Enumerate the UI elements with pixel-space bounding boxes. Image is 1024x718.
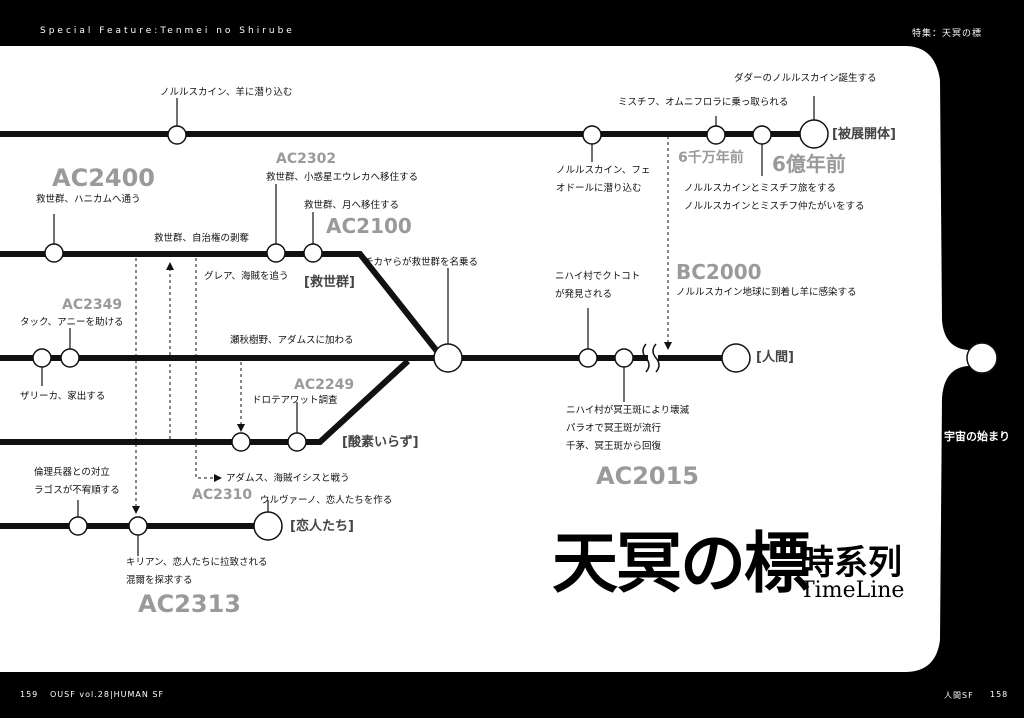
title-sub: 時系列 <box>800 543 902 583</box>
era-hitenkaitai: [被展開体] <box>832 127 896 142</box>
station-adams <box>231 432 251 452</box>
track-sanso <box>0 358 411 445</box>
event-dorotea: ドロテアワット調査 <box>252 395 338 406</box>
event-bc2000: ノルルスカイン地球に到着し羊に感染する <box>676 287 857 298</box>
event-seshu-adams: 瀬秋樹野、アダムスに加わる <box>230 335 354 346</box>
station-ac2015 <box>614 348 634 368</box>
event-feodor-2: オドールに潜り込む <box>556 183 642 194</box>
footer-right-text: 人間SF <box>944 691 974 700</box>
event-ulvano: ウルヴァーノ、恋人たちを作る <box>260 495 393 506</box>
year-ac2249: AC2249 <box>294 377 355 393</box>
dash-isis <box>195 258 214 479</box>
event-kutokoto-2: が発見される <box>555 289 613 300</box>
event-dada-birth: ダダーのノルルスカイン誕生する <box>734 73 877 84</box>
event-eureka: 救世群、小惑星エウレカへ移住する <box>266 172 419 183</box>
event-chikaya: チカヤらが救世群を名乗る <box>364 257 479 268</box>
station-hanicam <box>44 243 64 263</box>
event-konton: 混爾を探求する <box>126 575 193 586</box>
station-eureka <box>266 243 286 263</box>
station-kirian <box>128 516 148 536</box>
title-english: TimeLine <box>800 578 905 603</box>
track-kyuseigun <box>0 251 443 357</box>
era-kyuseigun: [救世群] <box>304 275 355 290</box>
event-kutokoto-1: ニハイ村でクトコト <box>555 271 641 282</box>
event-michichif: ミスチフ、オムニフロラに乗っ取られる <box>618 97 789 108</box>
event-hanicam: 救世群、ハニカムへ通う <box>36 194 141 205</box>
event-kirian: キリアン、恋人たちに拉致される <box>126 557 268 568</box>
footer-left-text: OUSF vol.28|HUMAN SF <box>50 690 165 699</box>
year-ac2302: AC2302 <box>276 151 337 167</box>
station-tack <box>60 348 80 368</box>
event-adams-isis: アダムス、海賊イシスと戦う <box>226 473 350 484</box>
origin-label: 宇宙の始まり <box>944 430 1010 443</box>
year-ac2400: AC2400 <box>52 164 155 192</box>
event-chigaya: 千茅、冥王斑から回復 <box>566 441 662 452</box>
station-hitsuji <box>167 125 187 145</box>
year-6senman: 6千万年前 <box>678 150 744 166</box>
event-rinri-2: ラゴスが不宥順する <box>34 485 120 496</box>
timeline-break-mark <box>642 343 650 373</box>
year-bc2000: BC2000 <box>676 260 762 284</box>
station-feodor <box>582 125 602 145</box>
year-ac2349: AC2349 <box>62 297 123 313</box>
header-left: Special Feature:Tenmei no Shirube <box>40 26 295 36</box>
station-moon <box>303 243 323 263</box>
event-autonomy: 救世群、自治権の剥奪 <box>154 233 250 244</box>
station-hitenkaitai-end <box>799 119 829 149</box>
event-rinri-1: 倫理兵器との対立 <box>34 467 110 478</box>
timeline-break-mark-2 <box>652 343 660 373</box>
event-grea: グレア、海賊を追う <box>204 271 289 282</box>
station-rinri <box>68 516 88 536</box>
station-dorotea <box>287 432 307 452</box>
year-ac2100: AC2100 <box>326 214 412 238</box>
arrow-bc2000 <box>664 342 672 350</box>
station-origin <box>966 342 998 374</box>
station-kutokoto <box>578 348 598 368</box>
arrow-adams <box>237 424 245 432</box>
era-koibito: [恋人たち] <box>290 519 354 534</box>
footer-left-page: 159 <box>20 690 39 699</box>
year-6oku: 6億年前 <box>772 152 846 176</box>
station-6senman <box>706 125 726 145</box>
year-ac2310: AC2310 <box>192 487 253 503</box>
station-zarika <box>32 348 52 368</box>
event-nolleskain-hitsuji: ノルルスカイン、羊に潜り込む <box>160 87 293 98</box>
arrow-autonomy <box>166 262 174 270</box>
year-ac2313: AC2313 <box>138 590 241 618</box>
station-ningen-end <box>721 343 751 373</box>
title-main: 天冥の標 <box>552 524 810 602</box>
station-junction <box>433 343 463 373</box>
arrow-isis <box>214 474 222 482</box>
event-zarika: ザリーカ、家出する <box>20 391 106 402</box>
event-palao: パラオで冥王斑が流行 <box>566 423 662 434</box>
header-right: 特集：天冥の標 <box>912 29 983 39</box>
arrow-kirian <box>132 506 140 514</box>
footer-right-page: 158 <box>990 690 1009 699</box>
event-quarrel: ノルルスカインとミスチフ仲たがいをする <box>684 201 865 212</box>
year-ac2015: AC2015 <box>596 462 699 490</box>
era-sanso: [酸素いらず] <box>342 435 419 450</box>
event-nihai-destroy: ニハイ村が冥王斑により壊滅 <box>566 405 690 416</box>
event-travel: ノルルスカインとミスチフ旅をする <box>684 183 837 194</box>
station-koibito-end <box>253 511 283 541</box>
station-6oku <box>752 125 772 145</box>
era-ningen: [人間] <box>756 350 794 365</box>
event-feodor-1: ノルルスカイン、フェ <box>556 165 651 176</box>
event-tack-annie: タック、アニーを助ける <box>20 317 124 328</box>
event-moon: 救世群、月へ移住する <box>304 200 400 211</box>
